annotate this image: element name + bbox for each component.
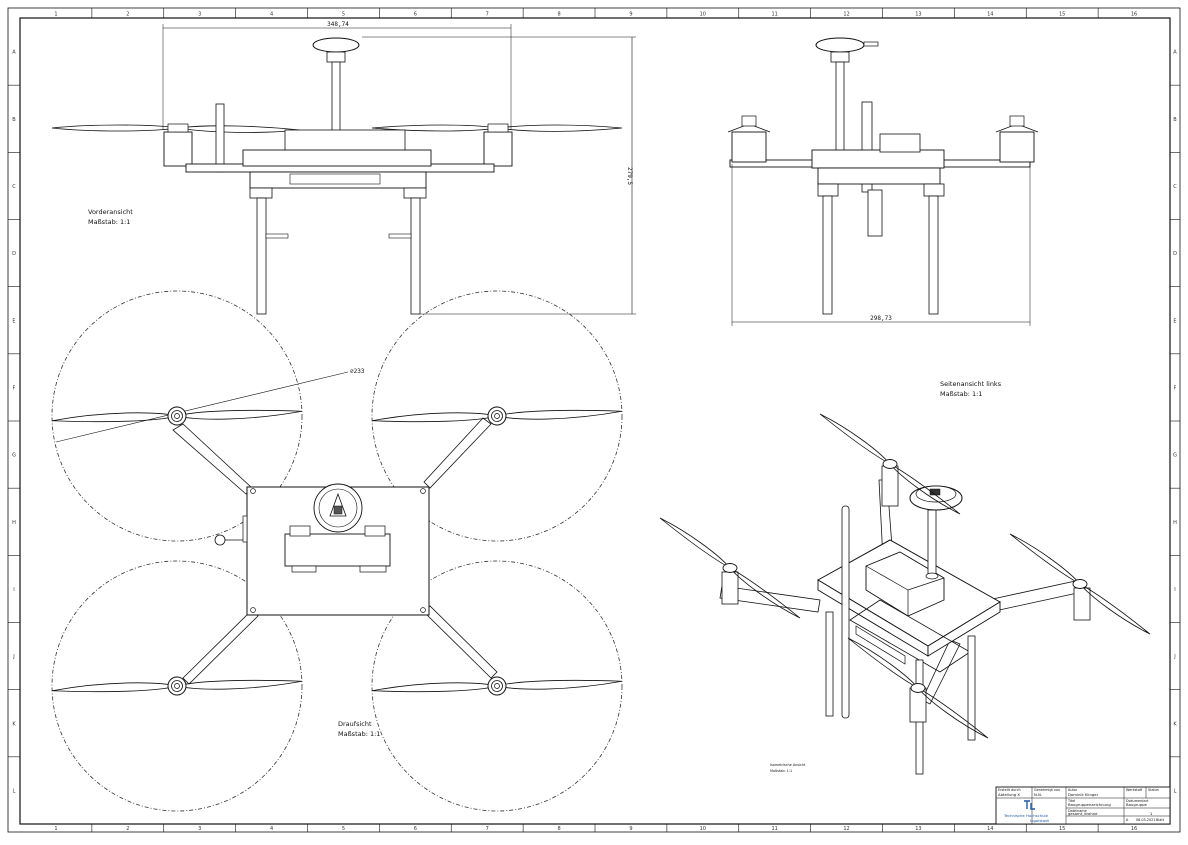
sheet-value: 1 — [1150, 811, 1153, 816]
title-value: Baugruppenzeichnung — [1068, 802, 1111, 807]
grid-label: 4 — [270, 826, 273, 832]
grid-label: 10 — [700, 12, 706, 18]
front-height-dim: 279,5 — [626, 167, 633, 185]
grid-label: D — [1173, 251, 1177, 257]
side-view-name: Seitenansicht links — [940, 380, 1002, 388]
grid-label: 13 — [915, 12, 921, 18]
grid-label: G — [12, 453, 16, 459]
grid-label: 16 — [1131, 826, 1137, 832]
grid-label: I — [1174, 587, 1175, 593]
grid-label: J — [12, 654, 14, 660]
logo: Technische Hochschule Ingolstadt — [1003, 800, 1050, 823]
grid-label: 3 — [198, 826, 201, 832]
isometric-view: Isometrische Ansicht Maßstab: 1:1 — [659, 413, 1151, 775]
logo-text-line1: Technische Hochschule — [1003, 813, 1049, 818]
grid-label: 16 — [1131, 12, 1137, 18]
date-value: 08.03.2021 — [1136, 818, 1155, 822]
grid-label: 2 — [126, 12, 129, 18]
grid-label: H — [1173, 520, 1177, 526]
grid-label: 13 — [915, 826, 921, 832]
grid-label: 6 — [414, 12, 417, 18]
grid-label: J — [1173, 654, 1175, 660]
grid-label: 9 — [629, 12, 632, 18]
doc-type-label: Dokumentart — [1126, 799, 1149, 803]
grid-label: 15 — [1059, 12, 1065, 18]
grid-label: 7 — [486, 826, 489, 832]
grid-label: L — [13, 788, 16, 794]
grid-label: K — [1173, 721, 1177, 727]
grid-label: 4 — [270, 12, 273, 18]
file-value: gesamt_drohne — [1068, 811, 1098, 816]
grid-label: 6 — [414, 826, 417, 832]
grid-label: L — [1174, 788, 1177, 794]
grid-label: D — [12, 251, 16, 257]
grid-label: 5 — [342, 826, 345, 832]
iso-view-scale: Maßstab: 1:1 — [770, 769, 792, 773]
logo-text-line2: Ingolstadt — [1030, 818, 1050, 823]
revision-value: A — [1126, 818, 1129, 822]
grid-label: B — [1173, 117, 1177, 123]
title-label: Titel — [1067, 799, 1075, 803]
grid-label: 11 — [772, 12, 778, 18]
approved-label: Genehmigt von — [1034, 788, 1060, 792]
front-view-name: Vorderansicht — [88, 208, 133, 216]
grid-ticks — [8, 8, 1180, 832]
grid-label: C — [12, 184, 16, 190]
status-label: Status — [1148, 788, 1159, 792]
side-view-scale: Maßstab: 1:1 — [940, 390, 982, 398]
rotor-diameter-dim: ⌀233 — [350, 368, 365, 375]
grid-label: F — [1174, 385, 1177, 391]
doc-type-value: Baugruppe — [1126, 802, 1148, 807]
front-view: 348,74 279,5 Vorderansicht Maßstab: 1:1 — [51, 21, 636, 315]
title-block: Erstellt durch Abteilung X Genehmigt von… — [995, 786, 1171, 825]
grid-label: 1 — [54, 826, 57, 832]
grid-label: 12 — [843, 826, 849, 832]
grid-label: 8 — [557, 12, 560, 18]
grid-label: A — [12, 50, 16, 56]
material-label: Werkstoff — [1126, 788, 1143, 792]
grid-label: 12 — [843, 12, 849, 18]
grid-label: A — [1173, 50, 1177, 56]
drawn-by-value: Abteilung X — [998, 792, 1020, 797]
front-width-dim: 348,74 — [327, 21, 349, 28]
grid-label: 3 — [198, 12, 201, 18]
grid-label: 14 — [987, 12, 993, 18]
author-label: Autor — [1068, 788, 1078, 792]
grid-label: 14 — [987, 826, 993, 832]
author-value: Dominik Klinger — [1068, 792, 1099, 797]
grid-labels: 1122334455667788991010111112121313141415… — [12, 12, 1177, 833]
top-view-scale: Maßstab: 1:1 — [338, 730, 380, 738]
grid-label: 7 — [486, 12, 489, 18]
grid-label: C — [1173, 184, 1177, 190]
side-width-dim: 298,73 — [870, 315, 892, 322]
approved-value: N.N. — [1034, 792, 1042, 797]
grid-label: H — [12, 520, 16, 526]
grid-label: 9 — [629, 826, 632, 832]
grid-label: 5 — [342, 12, 345, 18]
grid-label: I — [13, 587, 14, 593]
front-view-scale: Maßstab: 1:1 — [88, 218, 130, 226]
grid-label: 1 — [54, 12, 57, 18]
grid-label: 8 — [557, 826, 560, 832]
top-view-name: Draufsicht — [338, 720, 372, 728]
grid-label: G — [1173, 453, 1177, 459]
grid-label: 10 — [700, 826, 706, 832]
sheet-label: Blatt — [1156, 818, 1165, 822]
grid-label: F — [13, 385, 16, 391]
top-view: ⌀233 Draufsicht Maßstab: 1:1 — [51, 290, 623, 812]
drawn-by-label: Erstellt durch — [998, 788, 1021, 792]
grid-label: E — [12, 318, 15, 324]
file-label: Dateiname — [1068, 809, 1087, 813]
grid-label: E — [1173, 318, 1176, 324]
grid-label: 2 — [126, 826, 129, 832]
iso-view-name: Isometrische Ansicht — [770, 763, 806, 767]
grid-label: 11 — [772, 826, 778, 832]
grid-label: K — [12, 721, 16, 727]
grid-label: 15 — [1059, 826, 1065, 832]
grid-label: B — [12, 117, 16, 123]
side-view: 298,73 Seitenansicht links Maßstab: 1:1 — [727, 37, 1039, 398]
